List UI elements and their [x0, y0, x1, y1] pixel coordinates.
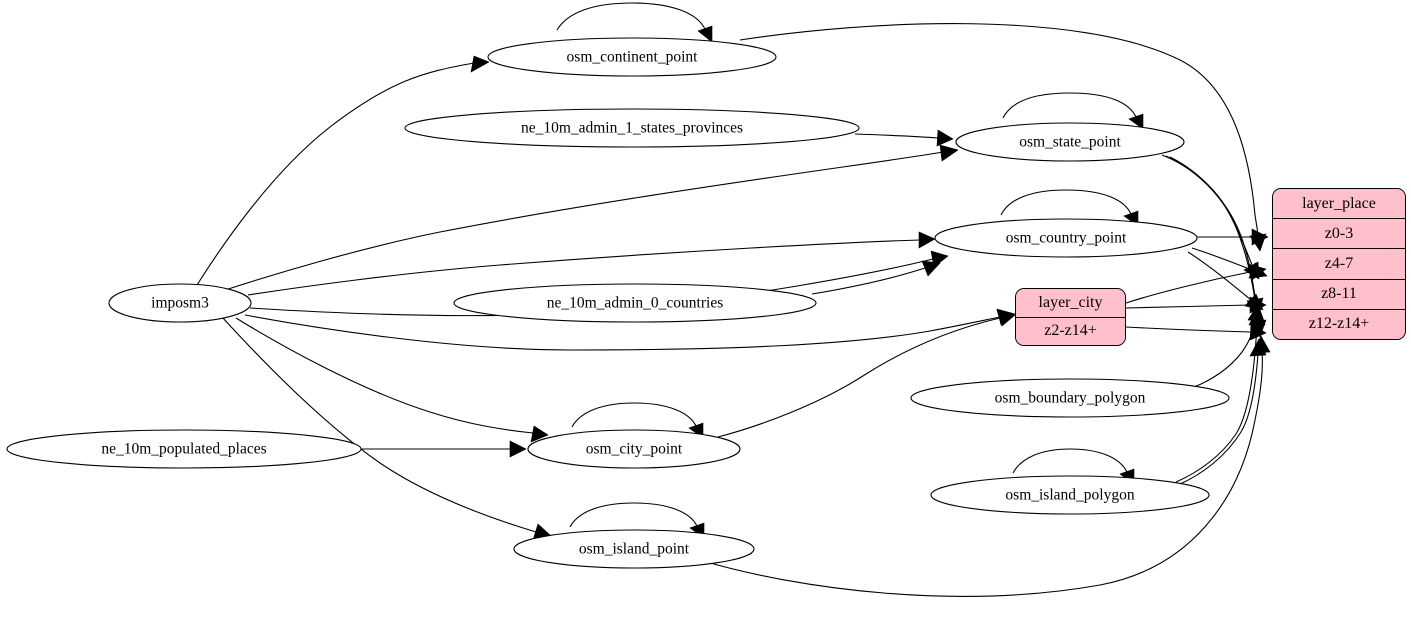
node-label-osm_continent_point: osm_continent_point	[567, 49, 699, 66]
node-ne_10m_admin_1_states_provinces[interactable]: ne_10m_admin_1_states_provinces	[404, 108, 860, 148]
edge-imposm3-to-osm_state_point	[221, 144, 959, 292]
edge-osm_island_polygon-to-layer_place-z12	[1177, 338, 1267, 486]
edge-osm_country_point-to-layer_place-z0-3	[1197, 228, 1269, 246]
edge-osm_city_point-to-layer_city	[717, 309, 1016, 438]
edge-osm_island_polygon-to-layer_place-z8-11	[1175, 308, 1266, 483]
edge-osm_state_point-to-layer_place-z4-7	[1161, 154, 1260, 280]
edge-imposm3-to-osm_country_point	[247, 231, 936, 296]
edge-layer_city-to-layer_place-z8-11	[1125, 296, 1267, 314]
record-row-layer_city-z2-z14[interactable]: z2-z14+	[1016, 317, 1125, 345]
edge-layer_city-to-layer_place-z4-7	[1125, 263, 1267, 304]
node-label-ne_10m_admin_1_states_provinces: ne_10m_admin_1_states_provinces	[521, 120, 743, 137]
edge-imposm3-to-osm_city_point	[235, 317, 549, 443]
node-layer_city[interactable]: layer_city z2-z14+	[1015, 288, 1126, 346]
node-osm_city_point[interactable]: osm_city_point	[527, 429, 741, 469]
node-label-osm_country_point: osm_country_point	[1006, 230, 1127, 247]
record-row-layer_place-z0-3[interactable]: z0-3	[1273, 219, 1405, 250]
record-row-layer_city-title[interactable]: layer_city	[1016, 289, 1125, 318]
edge-self-loop-osm_state_point	[1002, 92, 1144, 130]
edge-layer	[196, 2, 1271, 597]
edge-ne_countries-to-osm_country_point	[811, 260, 941, 295]
node-label-osm_island_point: osm_island_point	[579, 541, 690, 558]
node-ne_10m_admin_0_countries[interactable]: ne_10m_admin_0_countries	[453, 283, 817, 323]
edge-ne_states_provinces-to-osm_state_point	[854, 129, 954, 147]
edge-ne_populated_places-to-osm_city_point	[361, 440, 527, 458]
edge-self-loop-osm_continent_point	[556, 2, 713, 43]
node-osm_country_point[interactable]: osm_country_point	[934, 218, 1198, 258]
node-ne_10m_populated_places[interactable]: ne_10m_populated_places	[6, 429, 362, 469]
record-row-layer_place-title[interactable]: layer_place	[1273, 189, 1405, 220]
edge-osm_island_point-to-layer_place-z12	[699, 335, 1271, 597]
node-label-osm_state_point: osm_state_point	[1019, 134, 1121, 151]
record-row-layer_place-z12-z14[interactable]: z12-z14+	[1273, 309, 1405, 339]
node-layer: imposm3 ne_10m_admin_1_states_provinces …	[6, 37, 1230, 569]
node-label-osm_boundary_polygon: osm_boundary_polygon	[995, 390, 1146, 407]
edge-layer_city-to-layer_place-z12	[1125, 323, 1267, 341]
node-layer_place[interactable]: layer_place z0-3 z4-7 z8-11 z12-z14+	[1272, 188, 1406, 340]
node-label-imposm3: imposm3	[151, 295, 209, 312]
node-label-osm_island_polygon: osm_island_polygon	[1005, 487, 1134, 504]
node-osm_boundary_polygon[interactable]: osm_boundary_polygon	[910, 378, 1230, 418]
node-osm_state_point[interactable]: osm_state_point	[955, 122, 1185, 162]
node-label-ne_10m_populated_places: ne_10m_populated_places	[101, 441, 266, 458]
node-osm_continent_point[interactable]: osm_continent_point	[487, 37, 777, 77]
node-label-ne_10m_admin_0_countries: ne_10m_admin_0_countries	[547, 295, 724, 312]
record-row-layer_place-z4-7[interactable]: z4-7	[1273, 249, 1405, 280]
node-osm_island_point[interactable]: osm_island_point	[513, 529, 755, 569]
edge-imposm3-to-osm_continent_point	[196, 55, 490, 286]
record-row-layer_place-z8-11[interactable]: z8-11	[1273, 279, 1405, 310]
node-imposm3[interactable]: imposm3	[108, 283, 252, 323]
node-label-osm_city_point: osm_city_point	[586, 441, 683, 458]
node-osm_island_polygon[interactable]: osm_island_polygon	[930, 475, 1210, 515]
